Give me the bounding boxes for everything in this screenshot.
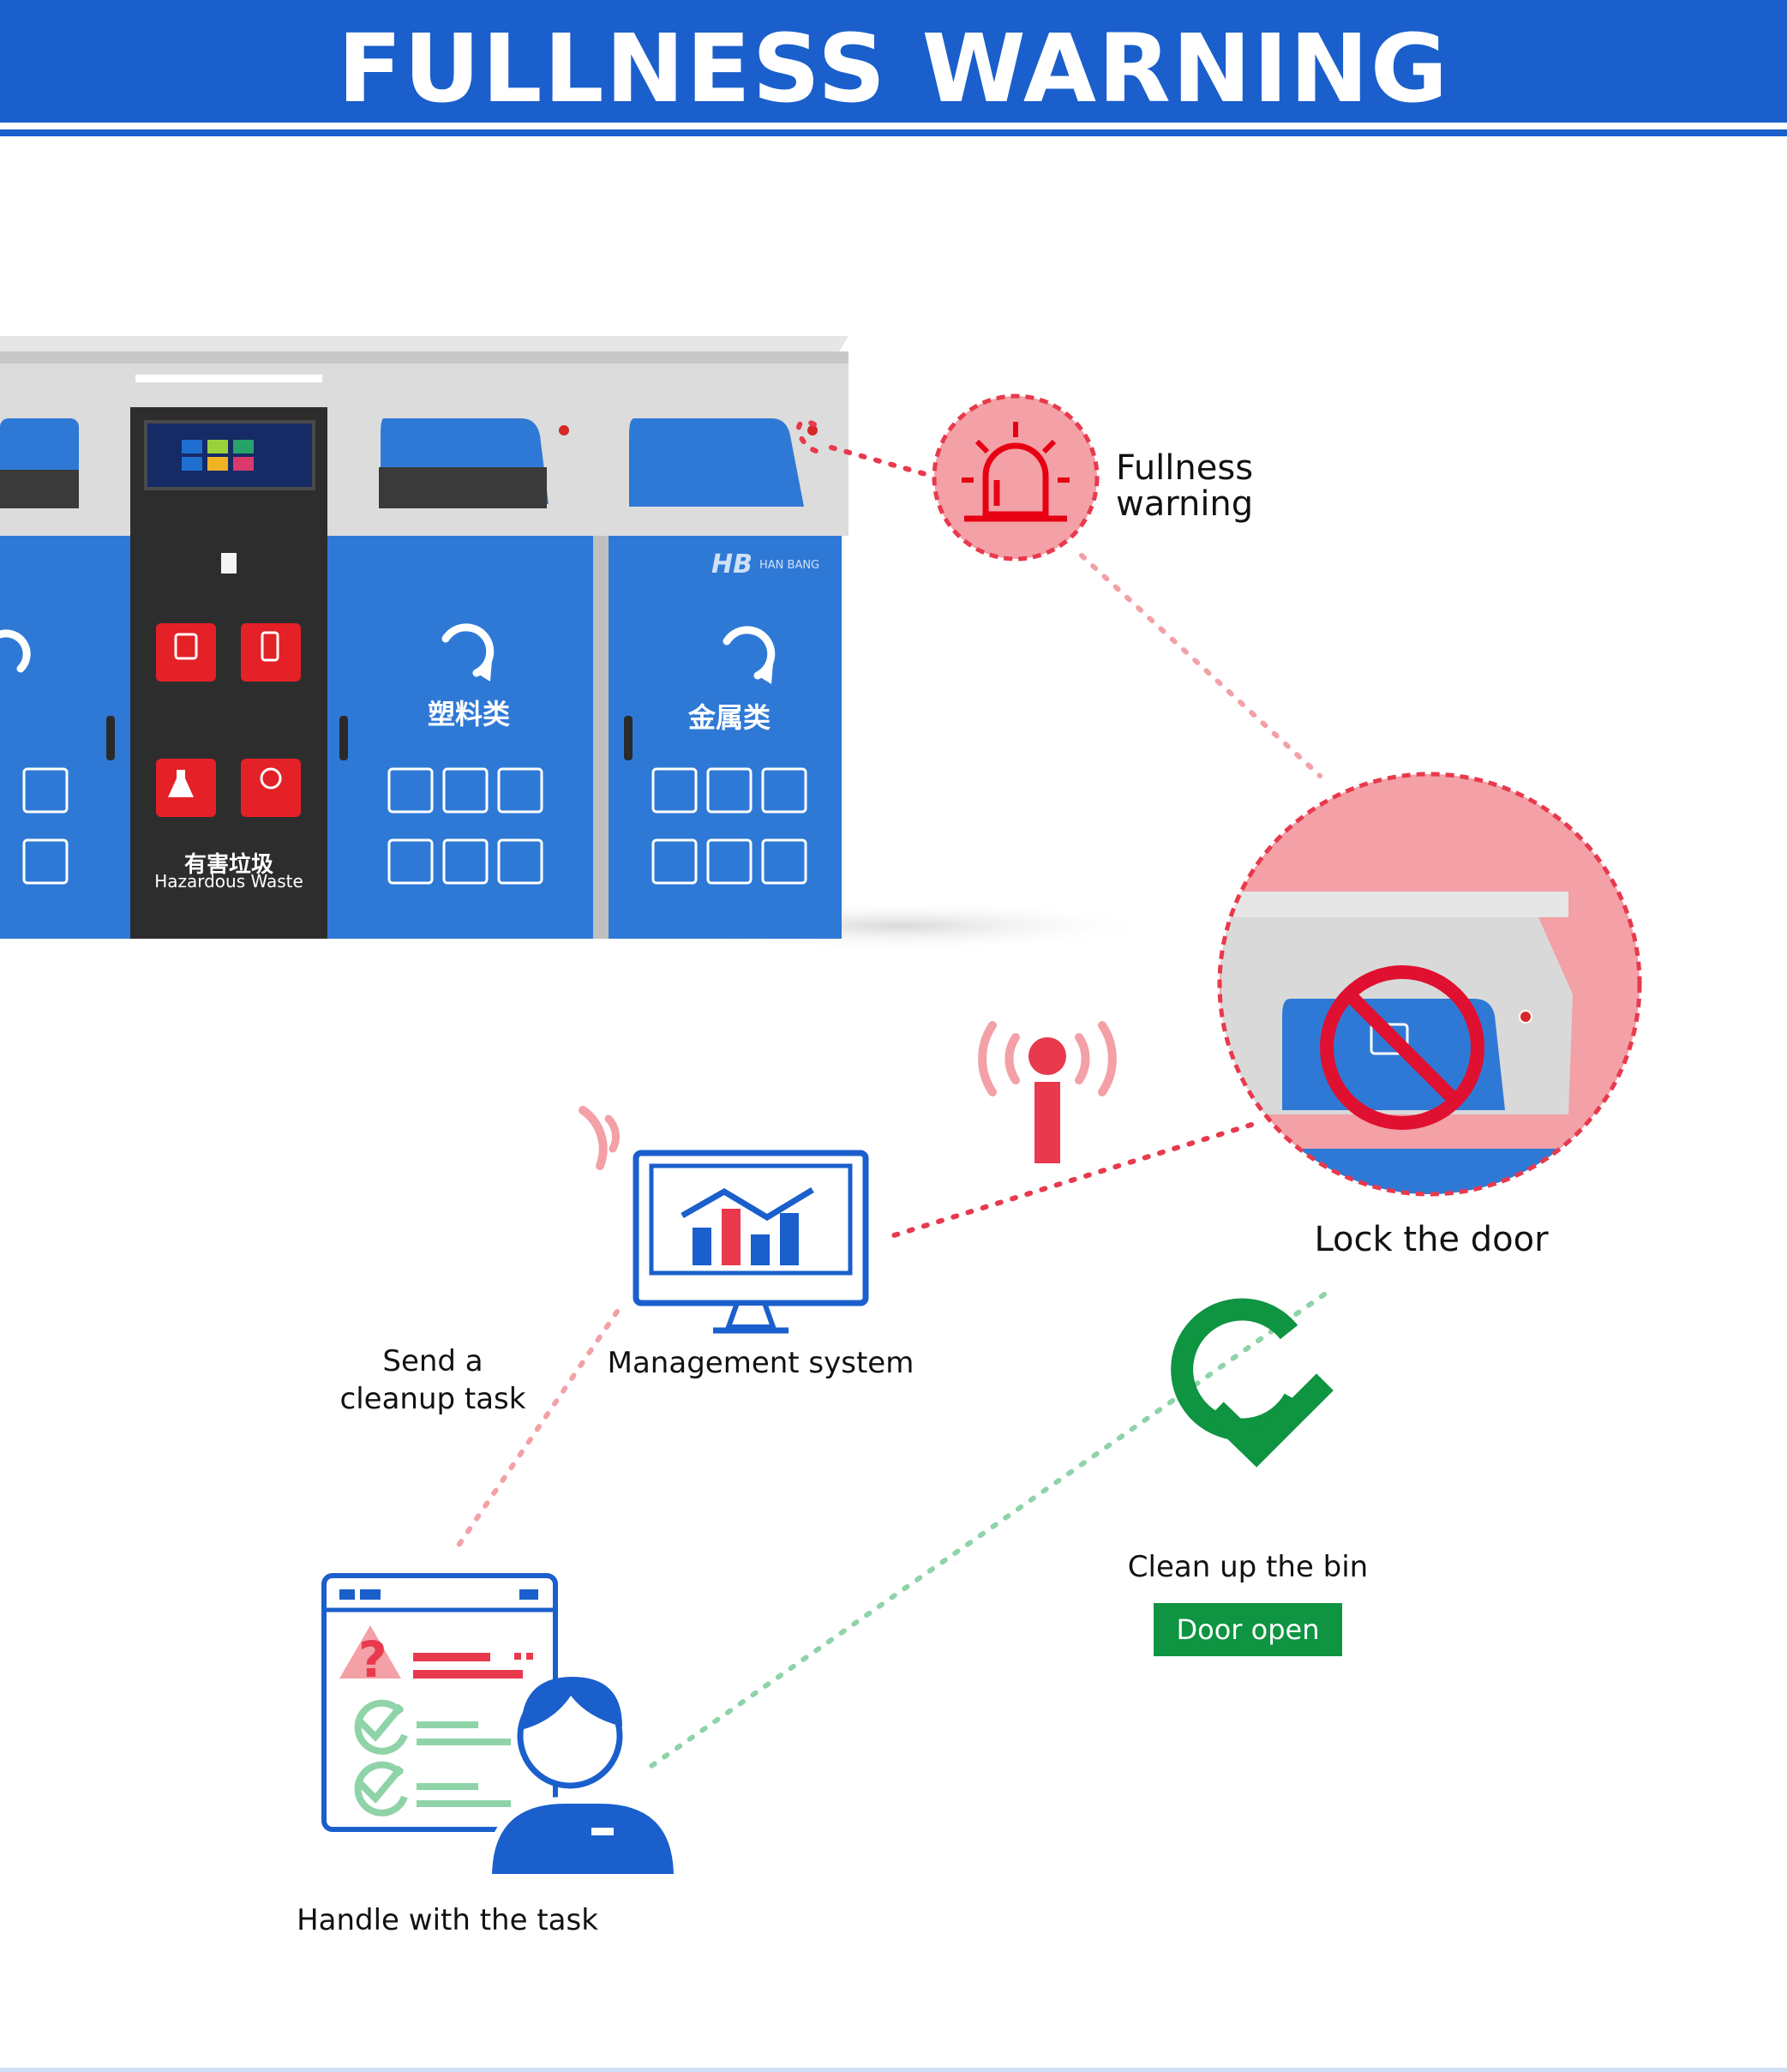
siren-icon (962, 422, 1070, 522)
header-underline (0, 129, 1787, 136)
recycling-station-illustration: HB (0, 336, 1157, 952)
hazard-label-en: Hazardous Waste (154, 871, 303, 892)
no-entry-icon (1320, 965, 1484, 1130)
clean-bin-label: Clean up the bin (1127, 1550, 1369, 1584)
monitor-chart-icon (579, 1106, 869, 1334)
bin-label-metal: 金属类 (687, 701, 771, 734)
bin-label-plastic: 塑料类 (427, 698, 510, 730)
lock-door-node (1217, 772, 1642, 1197)
fullness-warning-node (932, 393, 1100, 562)
svg-text:HB: HB (711, 550, 753, 580)
fullness-warning-label-2: warning (1116, 484, 1254, 524)
flow-connectors (452, 419, 1327, 1769)
handle-task-label: Handle with the task (297, 1903, 598, 1937)
send-task-label-2: cleanup task (339, 1382, 526, 1416)
footer-rule (0, 2068, 1787, 2072)
management-system-label: Management system (607, 1346, 914, 1380)
hazard-label-cn: 有害垃圾 (183, 852, 273, 878)
door-open-badge: Door open (1154, 1603, 1342, 1656)
check-icon (1171, 1298, 1334, 1468)
fullness-warning-label-1: Fullness (1116, 448, 1254, 488)
signal-icon (978, 1021, 1117, 1163)
lock-door-label: Lock the door (1314, 1220, 1549, 1259)
worker-checklist-icon: ? (321, 1573, 681, 1881)
brand-mark: HAN BANG (759, 559, 820, 572)
header-banner (0, 0, 1787, 123)
send-task-label-1: Send a (382, 1344, 483, 1378)
page-title: FULLNESS WARNING (337, 14, 1450, 123)
svg-text:?: ? (358, 1631, 387, 1689)
